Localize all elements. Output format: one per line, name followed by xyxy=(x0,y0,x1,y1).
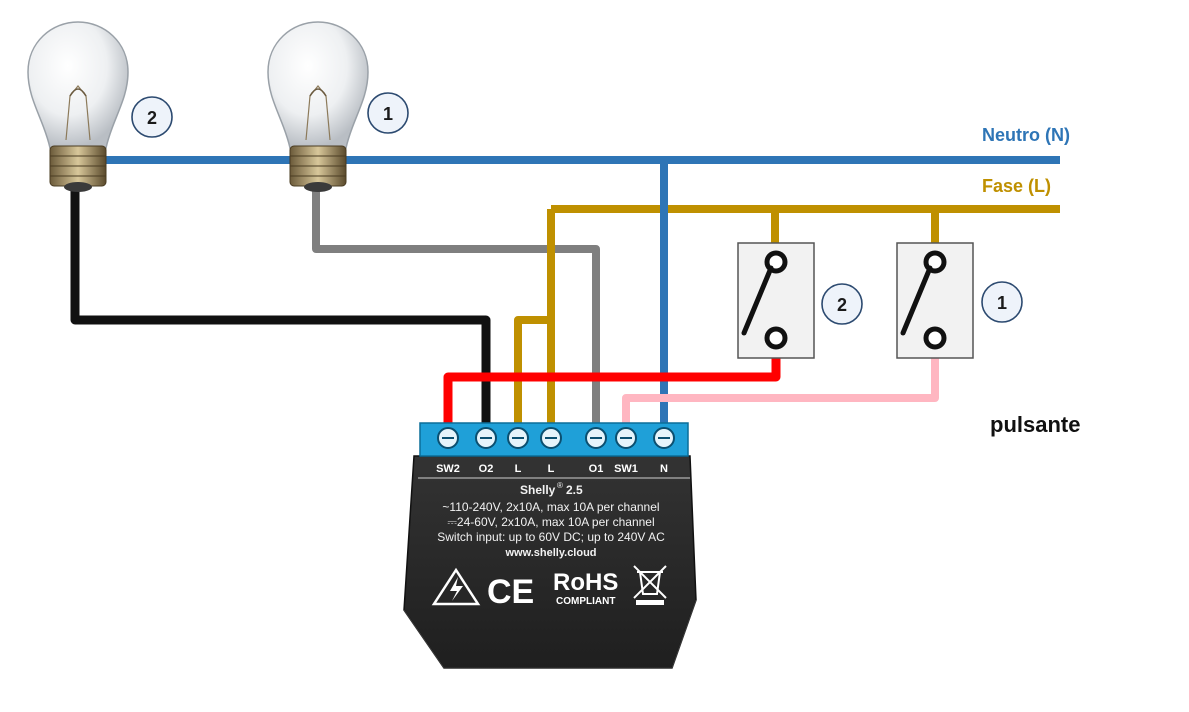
device-spec-1: ~110-240V, 2x10A, max 10A per channel xyxy=(442,500,659,514)
terminal-label-sw1-5: SW1 xyxy=(614,463,638,475)
switch-1-number-badge: 1 xyxy=(981,281,1023,323)
device-brand-mark: ® xyxy=(557,481,563,490)
terminal-screws xyxy=(437,427,675,449)
ce-mark: CE xyxy=(487,573,534,611)
wire-grey-lamp1-o1 xyxy=(312,185,600,437)
device-spec-3: Switch input: up to 60V DC; up to 240V A… xyxy=(437,530,665,544)
phase-label: Fase (L) xyxy=(982,176,1051,196)
device-model: 2.5 xyxy=(566,483,583,497)
terminal-label-sw2-0: SW2 xyxy=(436,463,460,475)
button-label: pulsante xyxy=(990,412,1080,437)
wire-black-lamp2-o2 xyxy=(70,185,491,437)
switch-2 xyxy=(737,242,815,359)
terminal-label-n-6: N xyxy=(660,463,668,475)
device-brand: Shelly xyxy=(520,483,556,497)
switch-1-number: 1 xyxy=(997,293,1007,313)
high-voltage-warning-icon xyxy=(431,567,481,606)
shelly-device: SW2 O2 L L O1 SW1 N Shelly ® 2.5 ~110-240V, 2x… xyxy=(403,422,697,669)
switch-2-number: 2 xyxy=(837,295,847,315)
terminal-label-o1-4: O1 xyxy=(589,463,604,475)
lamp-2-number-badge: 2 xyxy=(131,96,173,138)
neutral-label: Neutro (N) xyxy=(982,125,1070,145)
device-website: www.shelly.cloud xyxy=(504,547,596,559)
switch-2-number-badge: 2 xyxy=(821,283,863,325)
rohs-compliant: COMPLIANT xyxy=(556,596,615,607)
terminal-labels: SW2 O2 L L O1 SW1 N xyxy=(436,463,668,475)
wire-phase-feed-l2 xyxy=(514,316,551,437)
terminal-label-l-3: L xyxy=(548,463,555,475)
terminal-label-o2-1: O2 xyxy=(479,463,494,475)
device-spec-2: ⎓24-60V, 2x10A, max 10A per channel xyxy=(447,515,654,529)
lamp-1 xyxy=(267,21,369,192)
lamp-1-number-badge: 1 xyxy=(367,92,409,134)
lamp-2 xyxy=(27,21,129,192)
lamp-1-number: 1 xyxy=(383,104,393,124)
weee-bin-icon xyxy=(633,565,667,605)
terminal-label-l-2: L xyxy=(515,463,522,475)
rohs-mark: RoHS xyxy=(553,569,618,596)
lamp-2-number: 2 xyxy=(147,108,157,128)
switch-1 xyxy=(896,242,974,359)
wire-pink-switch1-sw1 xyxy=(622,345,939,437)
wire-red-switch2-sw2 xyxy=(443,345,781,437)
